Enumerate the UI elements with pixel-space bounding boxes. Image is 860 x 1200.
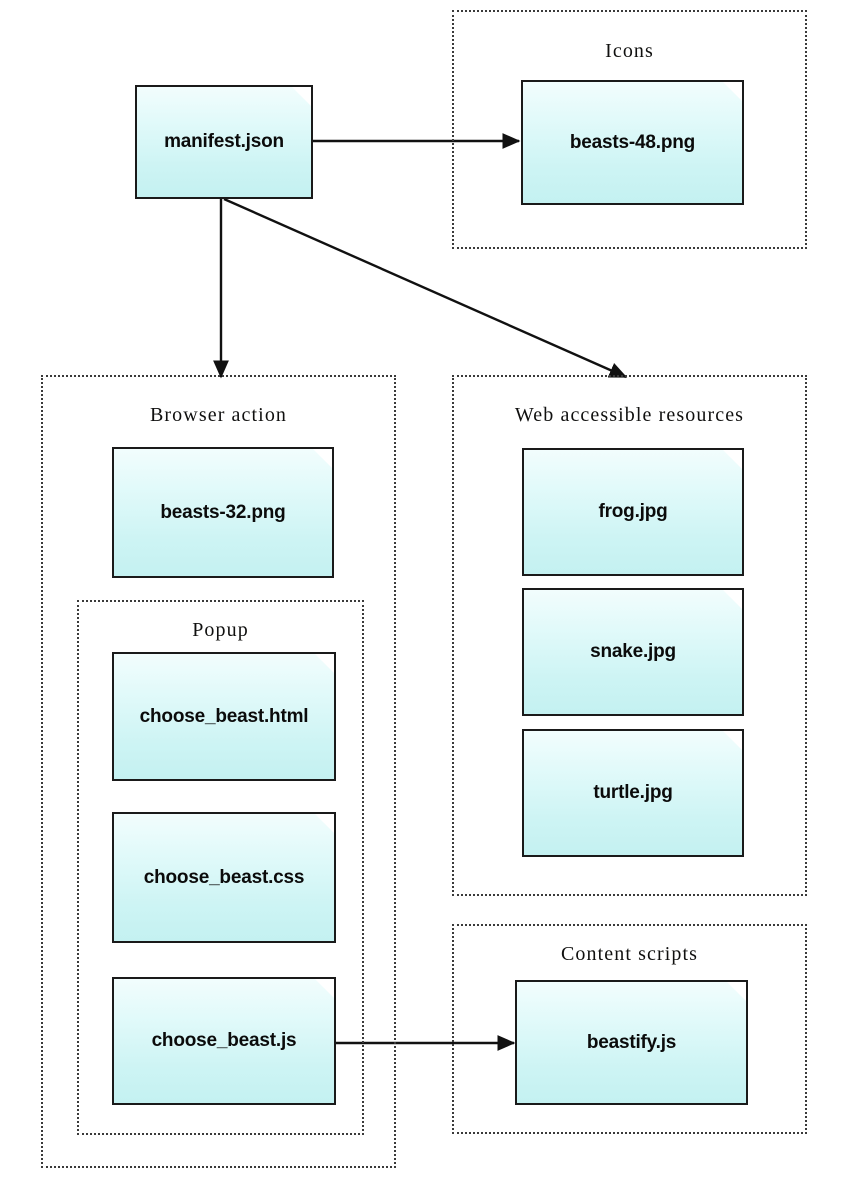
node-label: manifest.json bbox=[164, 131, 284, 152]
file-sheet bbox=[521, 80, 744, 205]
file-sheet bbox=[135, 85, 313, 199]
node-choose-beast-css[interactable]: choose_beast.css bbox=[112, 812, 336, 943]
file-sheet bbox=[522, 729, 744, 857]
file-sheet bbox=[522, 448, 744, 576]
node-label: choose_beast.html bbox=[139, 705, 309, 727]
group-popup-label: Popup bbox=[192, 619, 249, 641]
group-web-accessible-resources: Web accessible resources bbox=[452, 375, 807, 896]
node-snake-jpg[interactable]: snake.jpg bbox=[522, 588, 744, 716]
node-label: choose_beast.css bbox=[143, 866, 305, 888]
node-choose-beast-html[interactable]: choose_beast.html bbox=[112, 652, 336, 781]
node-label: turtle.jpg bbox=[593, 782, 673, 803]
node-manifest-json[interactable]: manifest.json bbox=[135, 85, 313, 199]
file-sheet bbox=[112, 977, 336, 1105]
group-content-scripts: Content scripts bbox=[452, 924, 807, 1134]
group-icons-label: Icons bbox=[605, 40, 654, 62]
node-beasts-32-png[interactable]: beasts-32.png bbox=[112, 447, 334, 578]
node-label: frog.jpg bbox=[598, 501, 668, 522]
file-sheet bbox=[112, 652, 336, 781]
node-label: snake.jpg bbox=[590, 641, 676, 662]
file-sheet bbox=[515, 980, 748, 1105]
file-sheet bbox=[112, 447, 334, 578]
node-choose-beast-js[interactable]: choose_beast.js bbox=[112, 977, 336, 1105]
node-beastify-js[interactable]: beastify.js bbox=[515, 980, 748, 1105]
group-browser-action: Browser action bbox=[41, 375, 396, 1168]
node-frog-jpg[interactable]: frog.jpg bbox=[522, 448, 744, 576]
file-sheet bbox=[112, 812, 336, 943]
file-sheet bbox=[522, 588, 744, 716]
node-beasts-48-png[interactable]: beasts-48.png bbox=[521, 80, 744, 205]
group-browser-action-label: Browser action bbox=[149, 404, 288, 426]
group-icons: Icons bbox=[452, 10, 807, 249]
group-popup: Popup bbox=[77, 600, 364, 1135]
node-label: beastify.js bbox=[586, 1031, 677, 1053]
group-content-scripts-label: Content scripts bbox=[560, 943, 699, 965]
node-turtle-jpg[interactable]: turtle.jpg bbox=[522, 729, 744, 857]
node-label: beasts-32.png bbox=[160, 501, 286, 523]
group-web-accessible-resources-label: Web accessible resources bbox=[514, 404, 745, 426]
node-label: beasts-48.png bbox=[569, 131, 696, 153]
node-label: choose_beast.js bbox=[151, 1030, 297, 1051]
